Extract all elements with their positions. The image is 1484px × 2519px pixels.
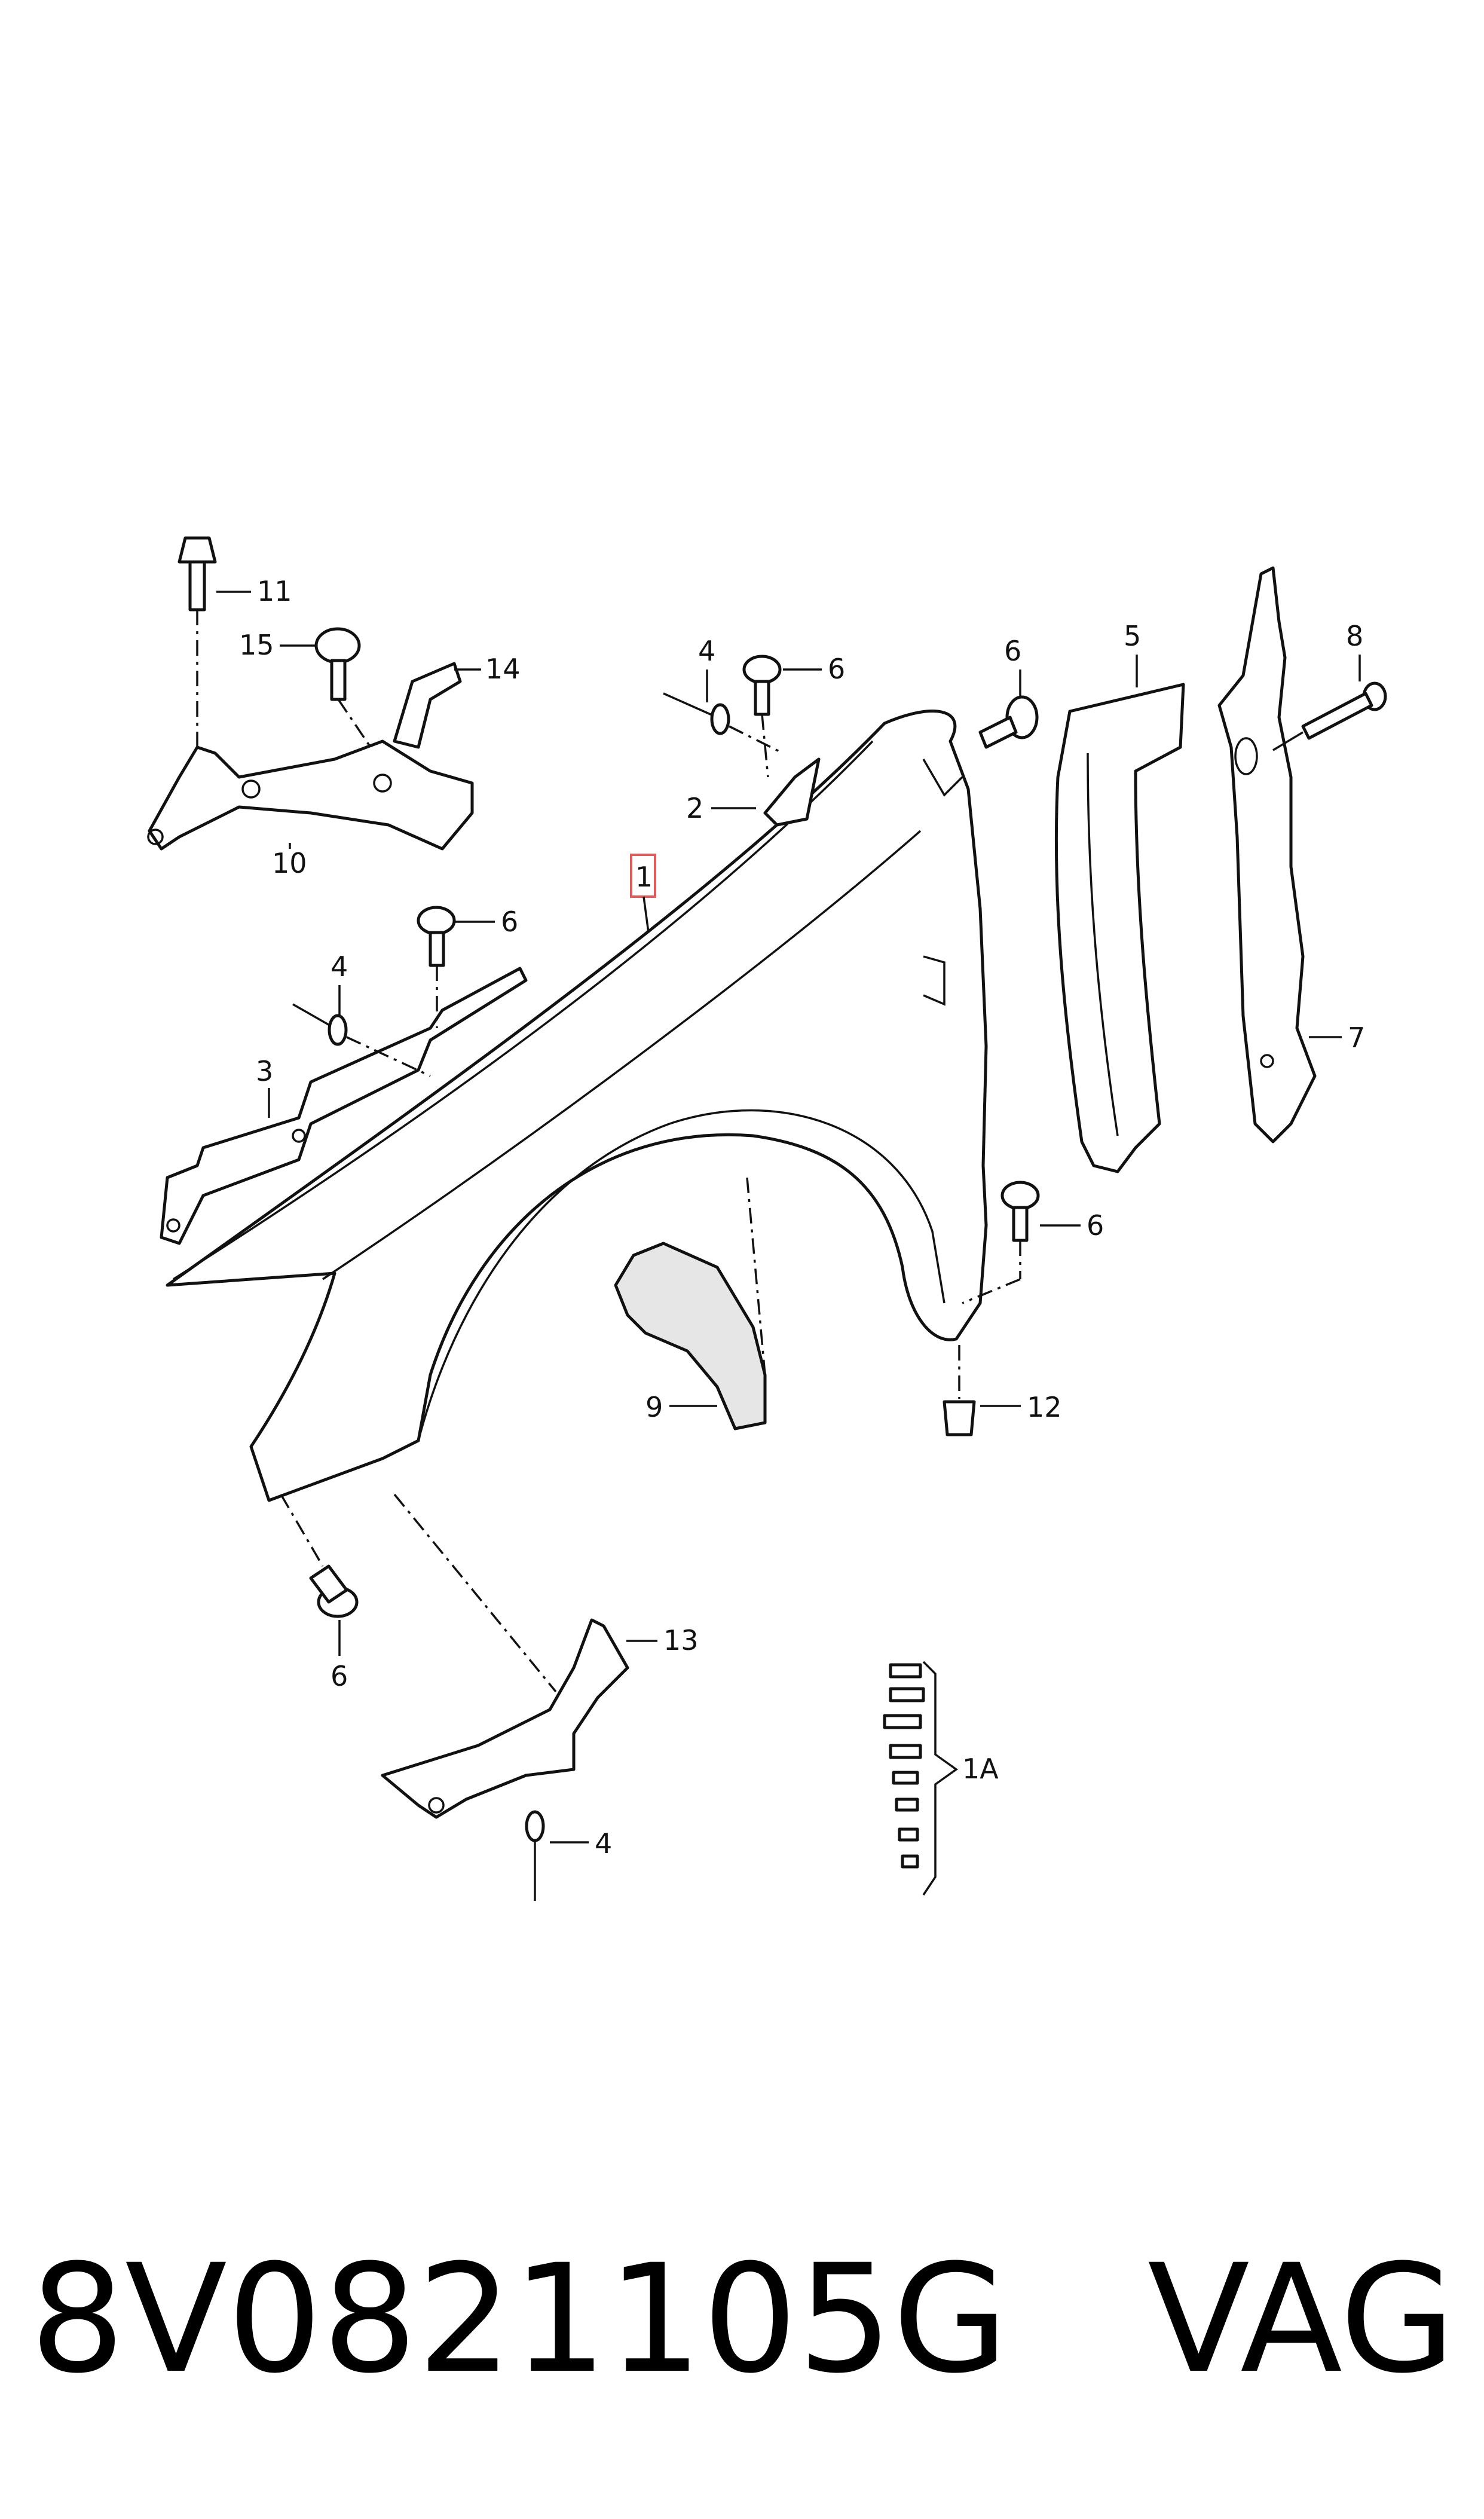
screw-part-6-mid [417,906,456,1028]
callout-15: 15 [239,629,274,661]
fastener-kit-part-1A [883,1661,959,1896]
callout-8: 8 [1346,620,1363,652]
callout-5: 5 [1124,620,1141,652]
part-number: 8V0821105G [30,2232,1009,2406]
callout-4-mid: 4 [331,950,348,983]
callout-box-1 [630,854,656,898]
callout-3: 3 [256,1055,273,1087]
callout-13: 13 [663,1624,699,1656]
wheelhouse-liner-part-5 [1054,683,1185,1173]
foam-insert-part-9 [614,1177,767,1430]
callout-7: 7 [1348,1022,1365,1054]
callout-6-top: 6 [828,653,845,685]
callout-11: 11 [257,575,292,607]
screw-part-6-right [978,695,1039,749]
callout-4-bottom: 4 [595,1827,612,1860]
screw-part-6-lower-left [280,1494,359,1618]
screw-part-15 [314,627,372,748]
callout-1: 1 [635,861,653,893]
bolt-part-11 [178,536,217,747]
lower-bracket-part-13 [381,1493,629,1819]
front-fender-part-1 [166,710,988,1502]
rivet-part-4c [525,1810,545,1901]
lock-carrier-bracket-part-10 [147,739,474,851]
bracket-part-14 [393,662,462,749]
callout-6-right: 6 [1004,635,1021,667]
callout-6-lower-right: 6 [1087,1209,1104,1242]
callout-10: 10 [272,847,307,879]
clip-part-2 [763,757,821,827]
callout-4-top: 4 [698,635,715,667]
parts-diagram: 1 3 10 14 11 15 2 [147,536,1387,1901]
screw-part-6-lower-right [962,1181,1040,1304]
callout-9: 9 [645,1391,663,1423]
callout-6-mid: 6 [501,906,518,938]
rivet-part-4a [663,692,784,754]
part-number-footer: 8V0821105G VAG [30,2224,1464,2415]
callout-6-lower-left: 6 [331,1660,348,1692]
callout-14: 14 [485,653,521,685]
screw-part-6-top [742,655,782,778]
bracket-part-3 [160,967,528,1245]
cover-part-7 [1217,566,1317,1144]
callout-2: 2 [686,792,703,824]
callout-1A: 1A [962,1753,999,1785]
rivet-part-4b [292,1003,431,1077]
screw-part-8 [1272,681,1387,751]
clip-nut-part-12 [943,1345,976,1436]
callout-12: 12 [1027,1391,1062,1423]
brand-name: VAG [1148,2232,1456,2406]
